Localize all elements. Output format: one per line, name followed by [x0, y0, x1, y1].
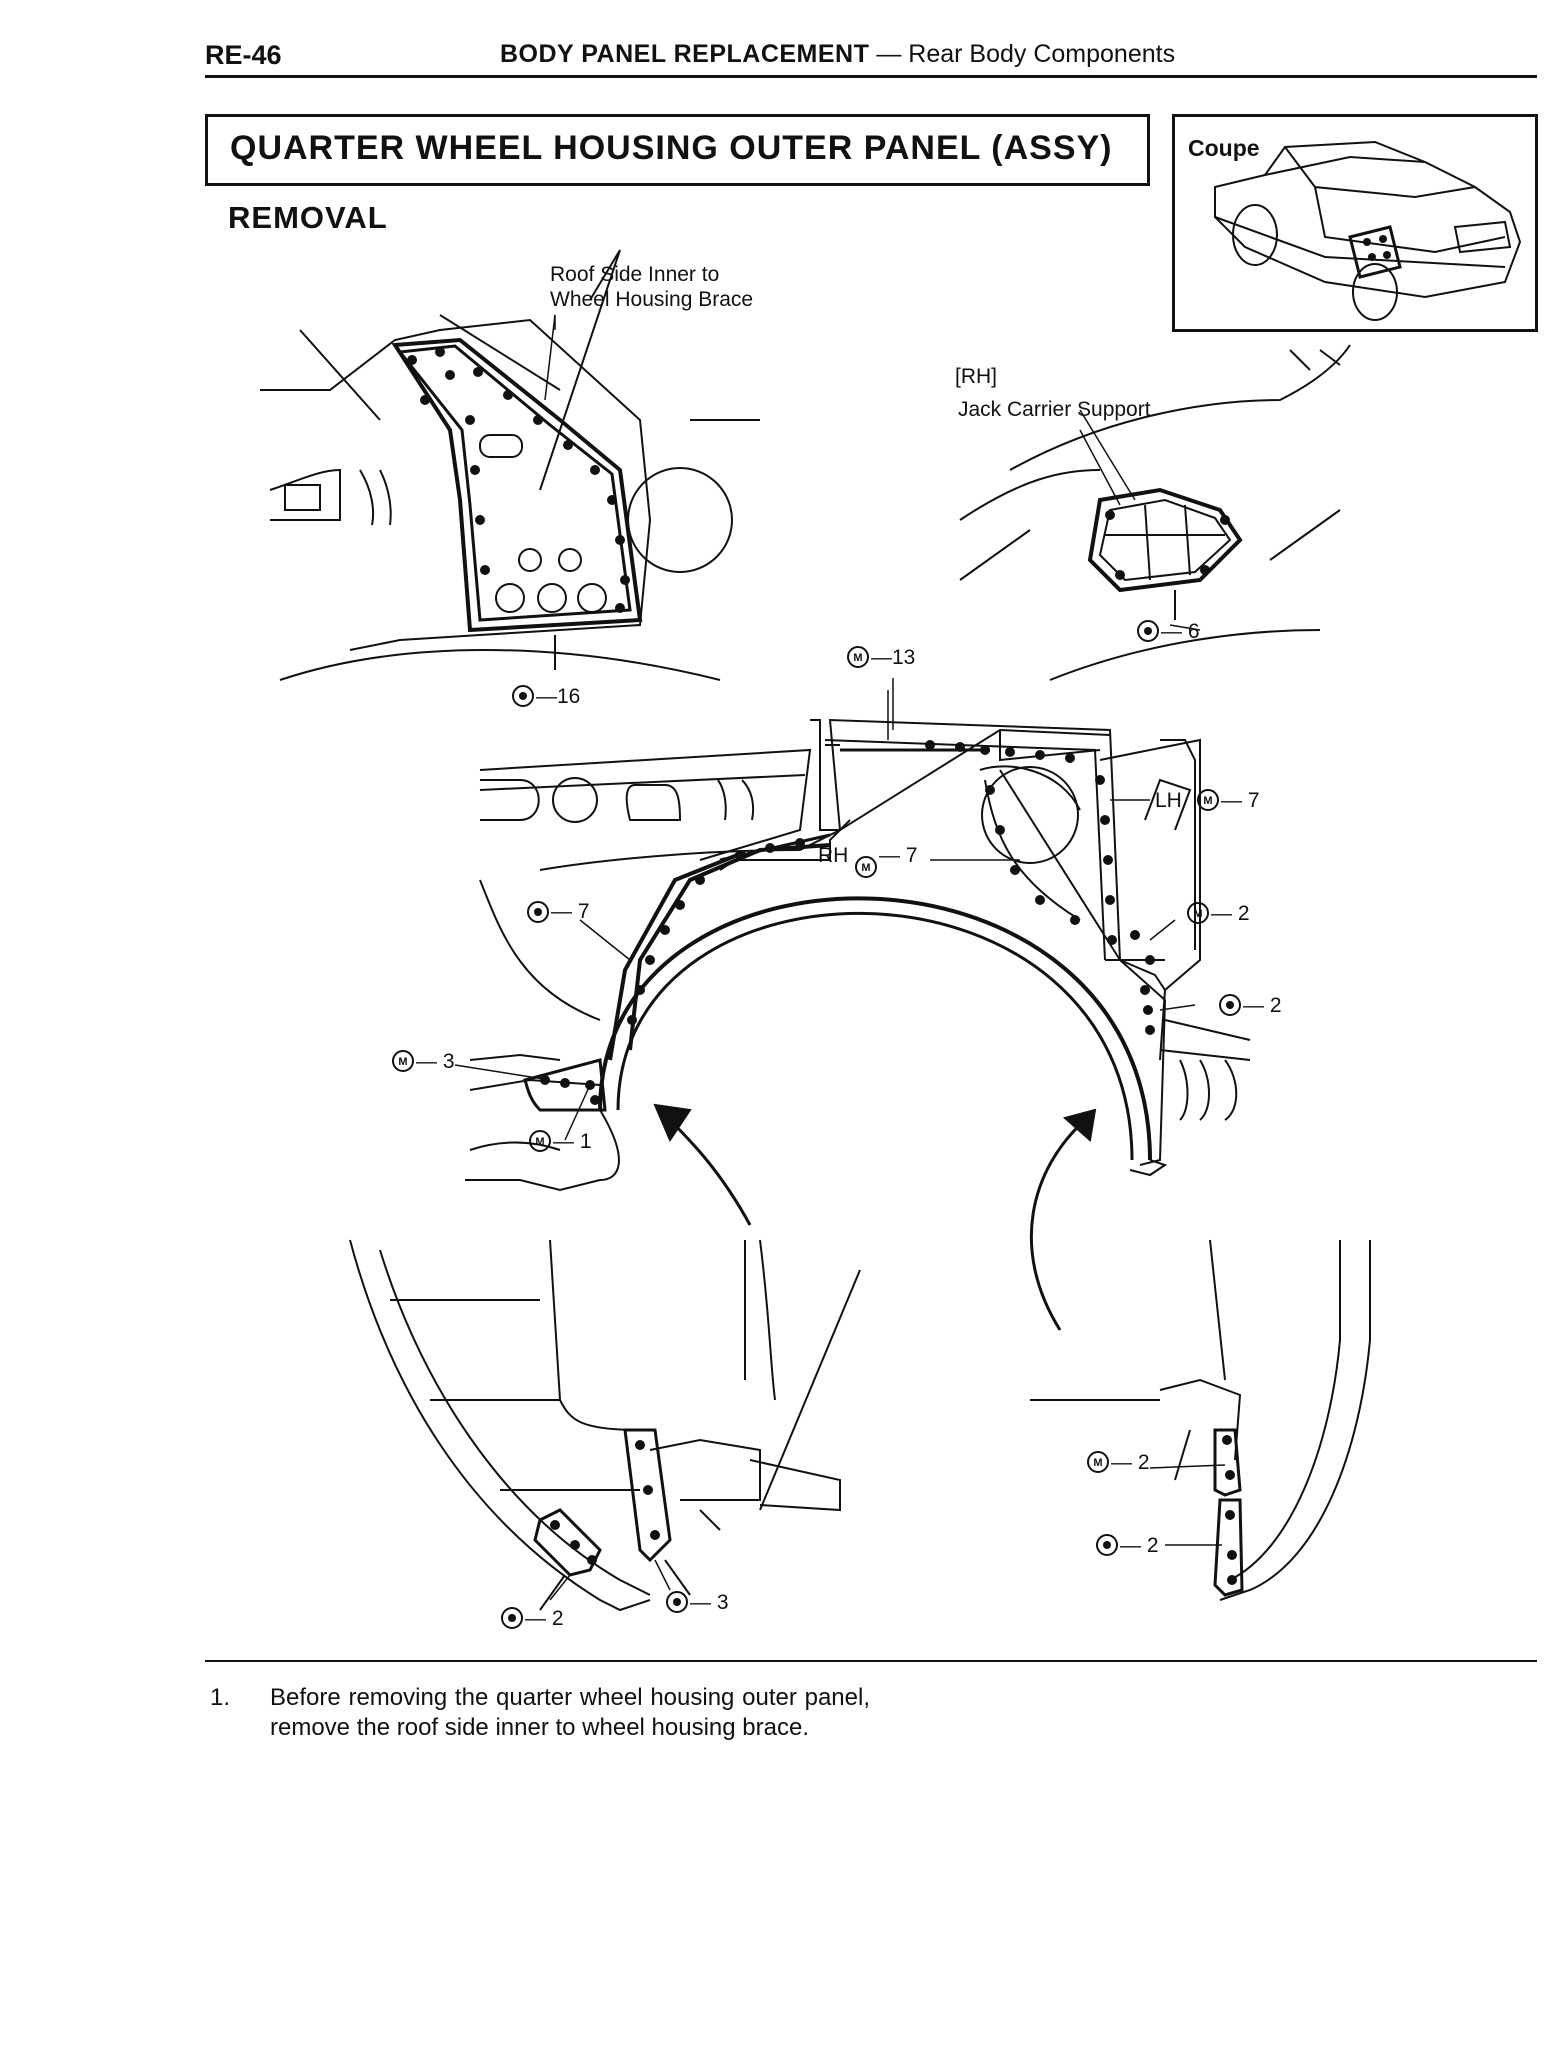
label-o7: — 7 [551, 900, 590, 923]
label-m3: — 3 [416, 1050, 455, 1073]
wheel-housing-diagram: M M M M M M M Roof Side Inner to Wheel H… [260, 249, 1371, 1630]
label-lh-m7: — 7 [1221, 789, 1260, 812]
section-title-rest: — Rear Body Components [869, 40, 1176, 68]
label-m13: —13 [871, 646, 915, 669]
symbol-m: M [398, 1056, 407, 1068]
step-text: Before removing the quarter wheel housin… [270, 1684, 870, 1741]
symbol-m: M [1193, 908, 1202, 920]
symbol-m: M [853, 652, 862, 664]
label-jack-carrier-support: Jack Carrier Support [958, 398, 1151, 421]
label-m2-lower: — 2 [1111, 1451, 1150, 1474]
header-rule [205, 75, 1537, 78]
coupe-inset: Coupe [1172, 114, 1538, 332]
label-m1: — 1 [553, 1130, 592, 1153]
symbol-m: M [861, 862, 870, 874]
label-o6: — 6 [1161, 620, 1200, 643]
section-divider [205, 1660, 1537, 1662]
label-o16: —16 [536, 685, 580, 708]
lower-right-view [1030, 1239, 1371, 1601]
label-lh-prefix: LH [1155, 789, 1182, 812]
page-number: RE-46 [205, 40, 282, 70]
procedure-title-box: QUARTER WHEEL HOUSING OUTER PANEL (ASSY) [205, 114, 1150, 186]
brace-view [260, 249, 760, 681]
label-o2-right: — 2 [1243, 994, 1282, 1017]
symbol-m: M [535, 1136, 544, 1148]
label-rh-m7: — 7 [879, 844, 918, 867]
procedure-title: QUARTER WHEEL HOUSING OUTER PANEL (ASSY) [230, 129, 1113, 167]
coupe-car-illustration [1214, 140, 1522, 321]
symbol-m: M [1203, 795, 1212, 807]
label-o3-bottom: — 3 [690, 1591, 729, 1614]
main-wheel-housing-view [465, 690, 1251, 1192]
step-number: 1. [210, 1684, 231, 1711]
section-title-bold: BODY PANEL REPLACEMENT [500, 40, 870, 68]
label-rh-prefix: RH [818, 844, 848, 867]
jack-carrier-view [959, 344, 1351, 681]
lower-left-view [349, 1239, 861, 1612]
label-m2: — 2 [1211, 902, 1250, 925]
label-o2-lower: — 2 [1120, 1534, 1159, 1557]
label-rh: [RH] [955, 365, 997, 388]
removal-heading: REMOVAL [228, 200, 388, 235]
label-brace-line1: Roof Side Inner to [550, 263, 719, 286]
section-title: BODY PANEL REPLACEMENT — Rear Body Compo… [500, 40, 1175, 69]
symbol-m: M [1093, 1457, 1102, 1469]
coupe-label: Coupe [1188, 135, 1260, 161]
label-o2-bottom: — 2 [525, 1607, 564, 1630]
label-brace-line2: Wheel Housing Brace [550, 288, 753, 311]
